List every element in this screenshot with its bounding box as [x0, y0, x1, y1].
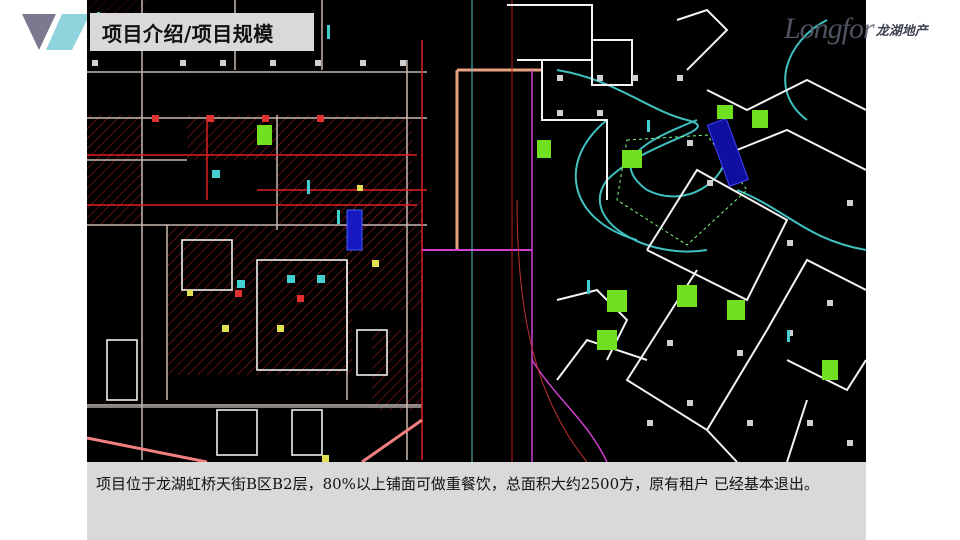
logo-chevron-icon	[22, 14, 90, 50]
floor-plan-image	[87, 0, 866, 462]
brand-logo-cn: 龙湖地产	[875, 23, 928, 39]
caption-box: 项目位于龙湖虹桥天街B区B2层，80%以上铺面可做重餐饮，总面积大约2500方，…	[87, 462, 866, 540]
brand-logo-en: Longfor	[784, 12, 875, 45]
cad-drawing	[87, 0, 866, 462]
section-title: 项目介绍/项目规模	[102, 22, 274, 46]
caption-text: 项目位于龙湖虹桥天街B区B2层，80%以上铺面可做重餐饮，总面积大约2500方，…	[96, 475, 819, 493]
section-title-box: 项目介绍/项目规模	[90, 13, 314, 51]
